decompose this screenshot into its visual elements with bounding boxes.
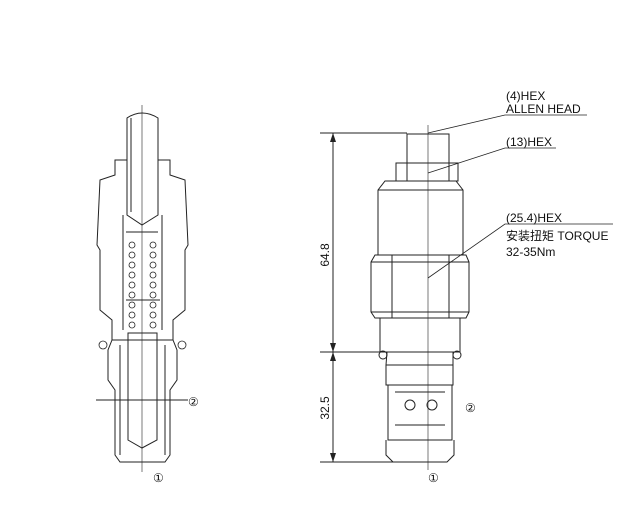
section-view [96, 105, 189, 472]
external-view [370, 125, 470, 470]
allen-head-label: ALLEN HEAD [506, 102, 581, 116]
dimension-cartridge-height: 32.5 [318, 396, 332, 420]
port-1-label-left: ① [153, 471, 164, 485]
leader-lines [427, 114, 613, 279]
allen-hex-label: (4)HEX [506, 89, 545, 103]
hex25-label: (25.4)HEX [506, 211, 562, 225]
port-2-label-right: ② [465, 401, 476, 415]
port-1-label-right: ① [428, 471, 439, 485]
hex13-label: (13)HEX [506, 135, 552, 149]
torque-label: 安装扭矩 TORQUE [506, 228, 608, 243]
port-2-label-left: ② [188, 395, 199, 409]
torque-value: 32-35Nm [506, 245, 555, 259]
dimension-lines [320, 132, 407, 463]
dimension-total-height: 64.8 [318, 243, 332, 267]
